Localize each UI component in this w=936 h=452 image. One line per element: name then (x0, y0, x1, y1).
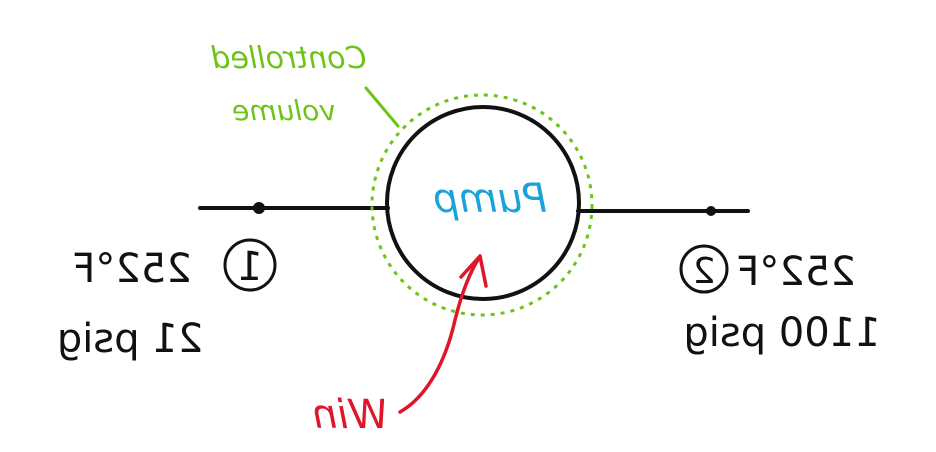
state2-badge (679, 244, 729, 294)
controlled-volume-label-line1: Controlled (211, 41, 367, 76)
work-arrow-head (459, 254, 488, 288)
controlled-volume-label-line2: volume (232, 94, 336, 127)
state1-number: 1 (237, 244, 262, 290)
controlled-volume-leader (364, 86, 400, 128)
work-arrow-shaft (398, 256, 481, 414)
pump-body (385, 105, 581, 301)
pump-label: Pump (433, 176, 547, 222)
state2-point (706, 206, 716, 216)
state1-pressure: 21 psig (57, 316, 203, 362)
state1-temperature: 252°F (72, 246, 191, 292)
state2-number: 2 (693, 251, 716, 292)
control-volume-boundary (370, 93, 594, 317)
work-label: Win (312, 392, 388, 438)
state2-pressure: 1100 psig (683, 310, 880, 356)
state1-point (253, 202, 265, 214)
state1-badge (223, 238, 277, 292)
state2-temperature: 252°F (736, 249, 855, 295)
